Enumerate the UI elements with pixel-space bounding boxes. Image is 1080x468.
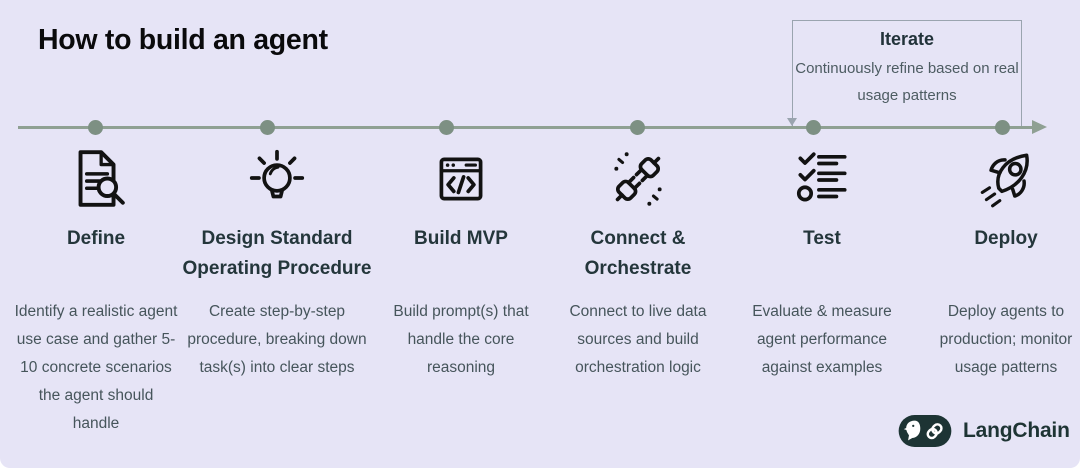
step-test: Test Evaluate & measure agent performanc… xyxy=(731,140,913,382)
step-title: Design Standard Operating Procedure xyxy=(182,228,372,279)
timeline-dot xyxy=(88,119,103,135)
langchain-logo: LangChain xyxy=(898,415,1070,447)
step-description: Build prompt(s) that handle the core rea… xyxy=(393,303,529,376)
iterate-callout: Iterate Continuously refine based on rea… xyxy=(787,20,1022,126)
timeline-dot xyxy=(995,119,1010,135)
step-deploy: Deploy Deploy agents to production; moni… xyxy=(915,140,1080,382)
code-window-icon xyxy=(370,140,552,218)
timeline-dot xyxy=(630,119,645,135)
step-design-sop: Design Standard Operating Procedure Crea… xyxy=(173,140,381,382)
step-connect-orchestrate: Connect & Orchestrate Connect to live da… xyxy=(547,140,729,382)
step-description: Identify a realistic agent use case and … xyxy=(14,303,178,432)
timeline-dot xyxy=(806,119,821,135)
timeline-arrowhead-icon xyxy=(1032,120,1047,134)
checklist-icon xyxy=(731,140,913,218)
step-description: Connect to live data sources and build o… xyxy=(569,303,707,376)
page-title: How to build an agent xyxy=(38,24,328,56)
step-title: Define xyxy=(66,228,126,249)
step-title: Connect & Orchestrate xyxy=(584,228,692,279)
step-title: Build MVP xyxy=(414,228,508,249)
iterate-description: Continuously refine based on real usage … xyxy=(795,60,1019,104)
lightbulb-icon xyxy=(173,140,381,218)
rocket-icon xyxy=(915,140,1080,218)
step-description: Evaluate & measure agent performance aga… xyxy=(752,303,892,376)
timeline-line xyxy=(18,126,1034,129)
timeline-dot xyxy=(260,119,275,135)
step-description: Create step-by-step procedure, breaking … xyxy=(187,303,367,376)
iterate-title: Iterate xyxy=(879,29,935,49)
step-define: Define Identify a realistic agent use ca… xyxy=(10,140,182,438)
langchain-badge-icon xyxy=(898,415,952,447)
document-search-icon xyxy=(10,140,182,218)
step-build-mvp: Build MVP Build prompt(s) that handle th… xyxy=(370,140,552,382)
timeline-dot xyxy=(439,119,454,135)
step-title: Test xyxy=(803,228,841,249)
step-description: Deploy agents to production; monitor usa… xyxy=(939,303,1073,376)
step-title: Deploy xyxy=(974,228,1038,249)
down-arrow-icon xyxy=(787,118,797,126)
plug-connection-icon xyxy=(547,140,729,218)
brand-name: LangChain xyxy=(963,419,1070,442)
